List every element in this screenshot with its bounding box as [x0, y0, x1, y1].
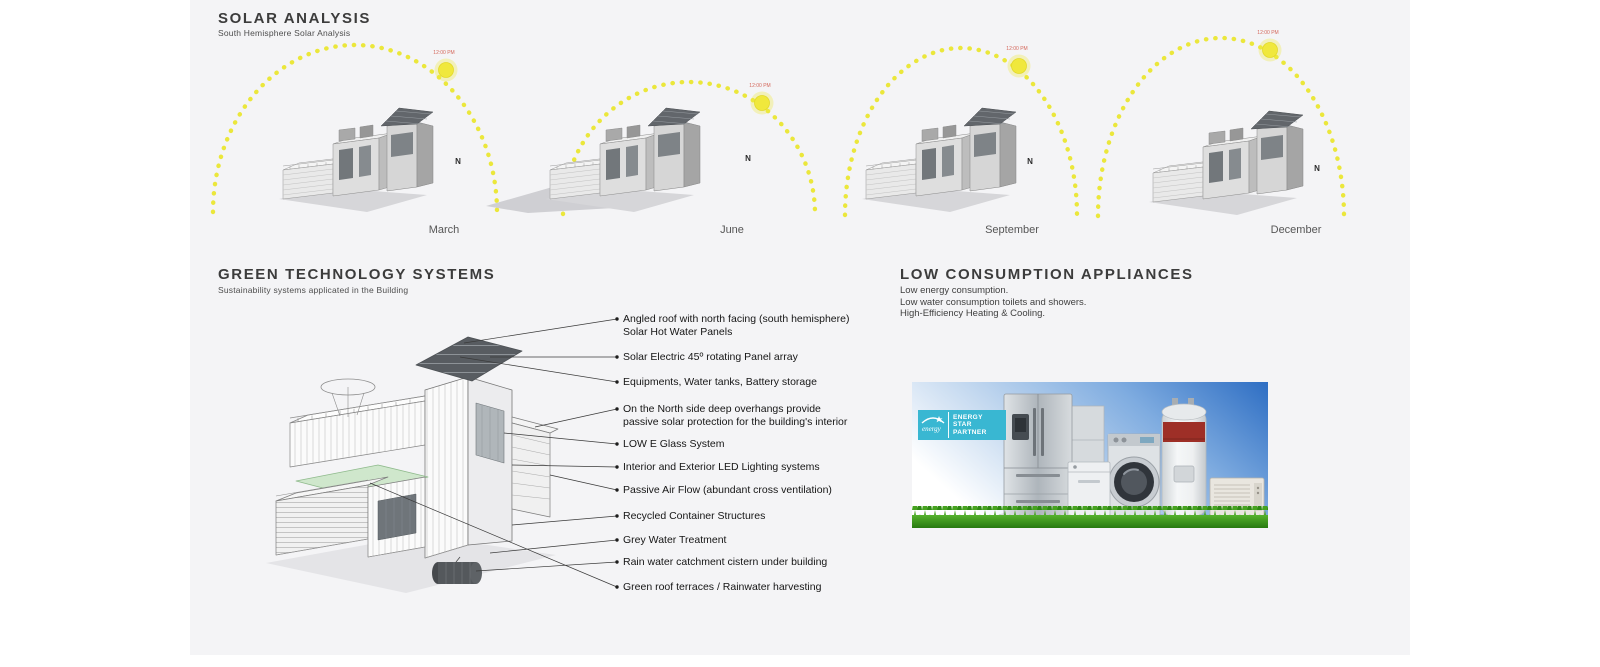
building-render	[278, 107, 434, 213]
month-label: September	[985, 224, 1039, 236]
cistern	[432, 562, 482, 584]
callout: LOW E Glass System	[623, 438, 725, 450]
appliances-description: Low energy consumption. Low water consum…	[900, 285, 1086, 320]
callout: Passive Air Flow (abundant cross ventila…	[623, 484, 832, 496]
fridge-french-door	[1003, 393, 1073, 517]
sun-icon	[438, 62, 454, 78]
sun-path	[210, 42, 500, 215]
solar-diagram: 12:00 PM N March 12:00 PM N June 12:00 P…	[210, 30, 1347, 236]
callout: Interior and Exterior LED Lighting syste…	[623, 461, 820, 473]
callout: Angled roof with north facing (south hem…	[623, 313, 850, 338]
description-line: Low energy consumption.	[900, 285, 1009, 296]
month-label: June	[720, 224, 744, 236]
energy-star-icon: energy	[918, 410, 948, 440]
grass	[912, 506, 1268, 528]
building-render	[861, 107, 1017, 213]
energy-star-word: ENERGY	[953, 413, 983, 421]
month-label: December	[1271, 224, 1322, 236]
compass-label: N	[1027, 157, 1033, 166]
energy-star-logo: energy ENERGY STAR PARTNER	[918, 410, 1006, 440]
green-tech-diagram	[266, 317, 619, 593]
solar-roof	[415, 336, 523, 382]
solar-panel-september: 12:00 PM N September	[842, 45, 1080, 236]
time-label: 12:00 PM	[749, 83, 770, 89]
logo-divider	[948, 412, 949, 438]
presentation-board: SOLAR ANALYSIS South Hemisphere Solar An…	[190, 0, 1410, 655]
compass-label: N	[1314, 164, 1320, 173]
callout: On the North side deep overhangs provide…	[623, 403, 848, 428]
callout: Equipments, Water tanks, Battery storage	[623, 376, 817, 388]
appliances-title: LOW CONSUMPTION APPLIANCES	[900, 266, 1194, 283]
solar-panel-june: 12:00 PM N June	[486, 79, 818, 236]
solar-analysis-title: SOLAR ANALYSIS	[218, 10, 371, 27]
description-line: Low water consumption toilets and shower…	[900, 296, 1087, 308]
appliances-image: energy ENERGY STAR PARTNER	[912, 382, 1268, 528]
callout: Rain water catchment cistern under build…	[623, 556, 828, 568]
time-label: 12:00 PM	[433, 50, 454, 56]
building-axonometric	[266, 336, 559, 593]
solar-panel-december: 12:00 PM N December	[1095, 30, 1347, 236]
solar-panel-march: 12:00 PM N March	[210, 42, 500, 236]
leader-lines	[369, 318, 618, 588]
callout: Green roof terraces / Rainwater harvesti…	[623, 581, 822, 593]
appliances-illustration	[912, 393, 1268, 528]
sun-icon	[1262, 42, 1278, 58]
green-tech-subtitle: Sustainability systems applicated in the…	[218, 285, 409, 295]
building-render	[1148, 110, 1304, 216]
washer	[1107, 433, 1161, 517]
month-label: March	[429, 224, 460, 236]
callout: Recycled Container Structures	[623, 510, 766, 522]
compass-label: N	[745, 154, 751, 163]
time-label: 12:00 PM	[1257, 30, 1278, 36]
energy-star-word: PARTNER	[953, 428, 987, 436]
sun-path	[560, 79, 818, 217]
description-line: High-Efficiency Heating & Cooling.	[900, 308, 1046, 319]
green-tech-title: GREEN TECHNOLOGY SYSTEMS	[218, 266, 496, 283]
callout-dots	[615, 317, 619, 589]
water-heater	[1161, 398, 1207, 517]
water-heater-band	[1163, 422, 1205, 442]
compass-label: N	[455, 157, 461, 166]
callout: Solar Electric 45º rotating Panel array	[623, 351, 798, 363]
energy-star-word: STAR	[953, 421, 972, 429]
sun-icon	[1011, 58, 1027, 74]
sun-path	[1095, 35, 1347, 219]
svg-text:energy: energy	[922, 425, 942, 433]
callout: Grey Water Treatment	[623, 534, 727, 546]
time-label: 12:00 PM	[1006, 46, 1027, 52]
sun-icon	[754, 95, 770, 111]
sun-path	[842, 45, 1080, 218]
solar-analysis-subtitle: South Hemisphere Solar Analysis	[218, 28, 351, 38]
building-render	[545, 107, 701, 213]
